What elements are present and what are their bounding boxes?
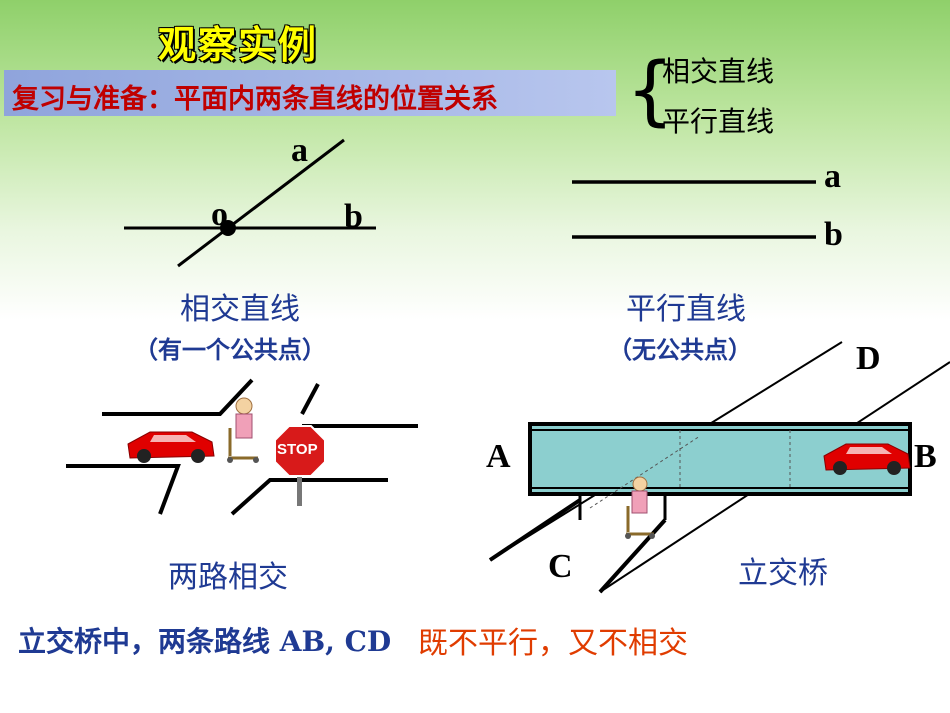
child-scooter-icon — [227, 397, 259, 463]
intersect-label-b: b — [344, 198, 363, 235]
bridge-label-b: B — [914, 438, 937, 475]
intersection-point — [220, 220, 236, 236]
intersecting-lines-figure — [124, 138, 376, 268]
road-edge-bottom-right — [230, 478, 388, 516]
brace-item-intersecting: 相交直线 — [662, 55, 775, 88]
roads-caption: 两路相交 — [168, 560, 288, 595]
stop-sign-icon — [274, 425, 326, 506]
road-cd-lower-edge — [488, 498, 582, 562]
road-edge-top-left — [102, 378, 254, 416]
review-heading: 复习与准备：平面内两条直线的位置关系 — [12, 84, 498, 115]
parallel-caption: 平行直线 — [626, 292, 746, 327]
road-edge-top-right-stub — [300, 383, 320, 415]
conclusion-blue: 立交桥中，两条路线 AB, CD — [18, 625, 392, 658]
review-banner — [4, 70, 616, 116]
road-edge-bottom-left — [66, 464, 181, 515]
bridge-label-d: D — [856, 340, 881, 377]
left-brace: { — [626, 45, 675, 134]
brace-item-parallel: 平行直线 — [662, 105, 775, 138]
line-a — [177, 138, 345, 268]
car-left-icon — [127, 431, 215, 463]
bridge-label-c: C — [548, 548, 573, 585]
stop-sign-text: STOP — [277, 441, 318, 458]
bridge-caption: 立交桥 — [738, 556, 828, 591]
car-right-icon — [823, 443, 911, 475]
bridge-label-a: A — [486, 438, 511, 475]
conclusion-red: 既不平行，又不相交 — [418, 626, 688, 661]
intersect-label-a: a — [291, 132, 308, 169]
intersect-subcaption: （有一个公共点） — [134, 335, 326, 364]
child-under-bridge-icon — [625, 476, 655, 539]
intersect-caption: 相交直线 — [180, 292, 300, 327]
road-crossing-figure — [66, 378, 418, 516]
parallel-label-b: b — [824, 216, 843, 253]
slide-title: 观察实例 — [158, 22, 319, 67]
parallel-subcaption: （无公共点） — [608, 335, 752, 364]
parallel-label-a: a — [824, 158, 841, 195]
intersect-label-o: o — [211, 196, 228, 233]
parallel-lines-figure — [572, 180, 816, 239]
